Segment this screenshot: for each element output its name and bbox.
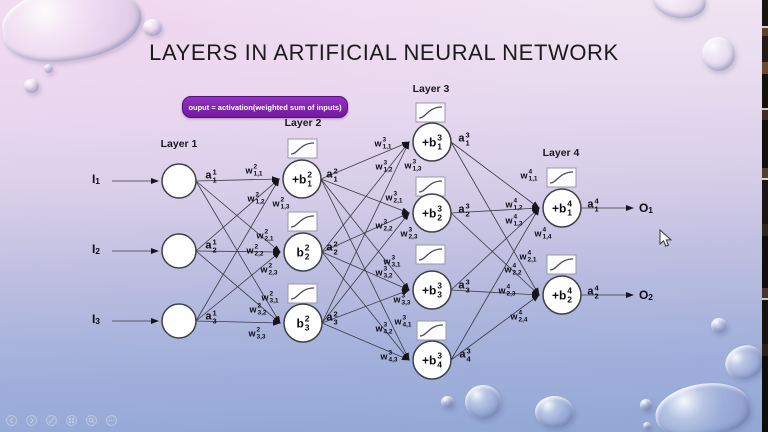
layer-label: Layer 3 — [412, 83, 450, 95]
next-slide-button[interactable] — [26, 415, 37, 426]
see-all-slides-button[interactable] — [66, 415, 77, 426]
connection-edge — [450, 141, 540, 296]
connection-edge — [195, 251, 281, 322]
sigmoid-curve-icon — [287, 211, 318, 232]
connection-edge — [195, 248, 281, 255]
connection-edge — [195, 180, 281, 253]
connection-edge — [195, 180, 281, 324]
neuron-node — [412, 340, 452, 380]
connection-edge — [320, 178, 410, 361]
neuron-node — [542, 275, 582, 315]
connection-edge — [320, 178, 410, 214]
sigmoid-curve-icon — [546, 167, 577, 188]
sigmoid-curve-icon — [287, 283, 318, 304]
layer-label: Layer 4 — [542, 147, 580, 159]
mouse-cursor-icon — [659, 229, 673, 247]
sigmoid-curve-icon — [415, 244, 446, 265]
connection-edge — [450, 289, 540, 298]
pen-button[interactable] — [46, 415, 57, 426]
connection-edge — [195, 319, 281, 326]
water-droplet — [441, 396, 454, 408]
presenter-toolbar — [6, 415, 117, 426]
layer-label: Layer 1 — [160, 138, 198, 150]
neuron-node — [412, 122, 452, 162]
neuron-node — [161, 163, 197, 199]
water-droplet — [465, 385, 501, 419]
neuron-node — [161, 303, 197, 339]
see-all-slides-icon — [69, 418, 74, 423]
water-droplet — [44, 64, 53, 73]
neuron-node — [283, 232, 323, 272]
sigmoid-curve-icon — [546, 254, 577, 275]
connection-edge — [321, 141, 410, 253]
connection-edge — [321, 322, 410, 361]
connection-edge — [321, 289, 410, 324]
neuron-node — [412, 193, 452, 233]
water-droplet — [535, 396, 574, 428]
connection-edge — [320, 178, 410, 291]
layer-label: Layer 2 — [284, 117, 322, 129]
more-options-icon — [108, 419, 115, 422]
connection-edge — [195, 176, 280, 183]
neuron-node — [282, 159, 322, 199]
more-options-button[interactable] — [106, 415, 117, 426]
connection-edge — [320, 141, 410, 180]
water-droplet — [24, 79, 39, 93]
water-droplet — [711, 318, 727, 333]
connection-edge — [450, 212, 540, 296]
connection-edge — [450, 141, 540, 209]
connection-edge — [450, 294, 540, 361]
connection-edge — [450, 207, 540, 361]
connection-edge — [321, 251, 410, 291]
background-window-sliver — [762, 0, 768, 432]
connection-edge — [321, 141, 410, 324]
sigmoid-curve-icon — [416, 320, 447, 341]
sigmoid-curve-icon — [415, 102, 446, 123]
pen-icon — [48, 417, 55, 424]
connection-edge — [321, 212, 410, 324]
previous-slide-button[interactable] — [6, 415, 17, 426]
water-droplet — [640, 399, 652, 411]
formula-badge: ouput = activation(weighted sum of input… — [182, 96, 348, 118]
zoom-icon — [88, 417, 95, 424]
sigmoid-curve-icon — [287, 138, 318, 159]
neuron-node — [542, 188, 582, 228]
connection-edge — [450, 207, 540, 291]
connection-edge — [195, 178, 280, 322]
neuron-node — [412, 270, 452, 310]
connection-edge — [450, 205, 540, 214]
connection-edge — [195, 178, 280, 252]
slide-title: LAYERS IN ARTIFICIAL NEURAL NETWORK — [149, 40, 619, 65]
water-droplet — [702, 37, 735, 71]
neuron-node — [161, 233, 197, 269]
previous-slide-icon — [9, 417, 13, 424]
next-slide-icon — [30, 417, 34, 424]
zoom-button[interactable] — [86, 415, 97, 426]
water-droplet — [643, 422, 651, 430]
connection-edge — [321, 251, 410, 361]
sigmoid-curve-icon — [415, 176, 446, 197]
neuron-node — [283, 303, 323, 343]
water-droplet — [143, 19, 162, 36]
